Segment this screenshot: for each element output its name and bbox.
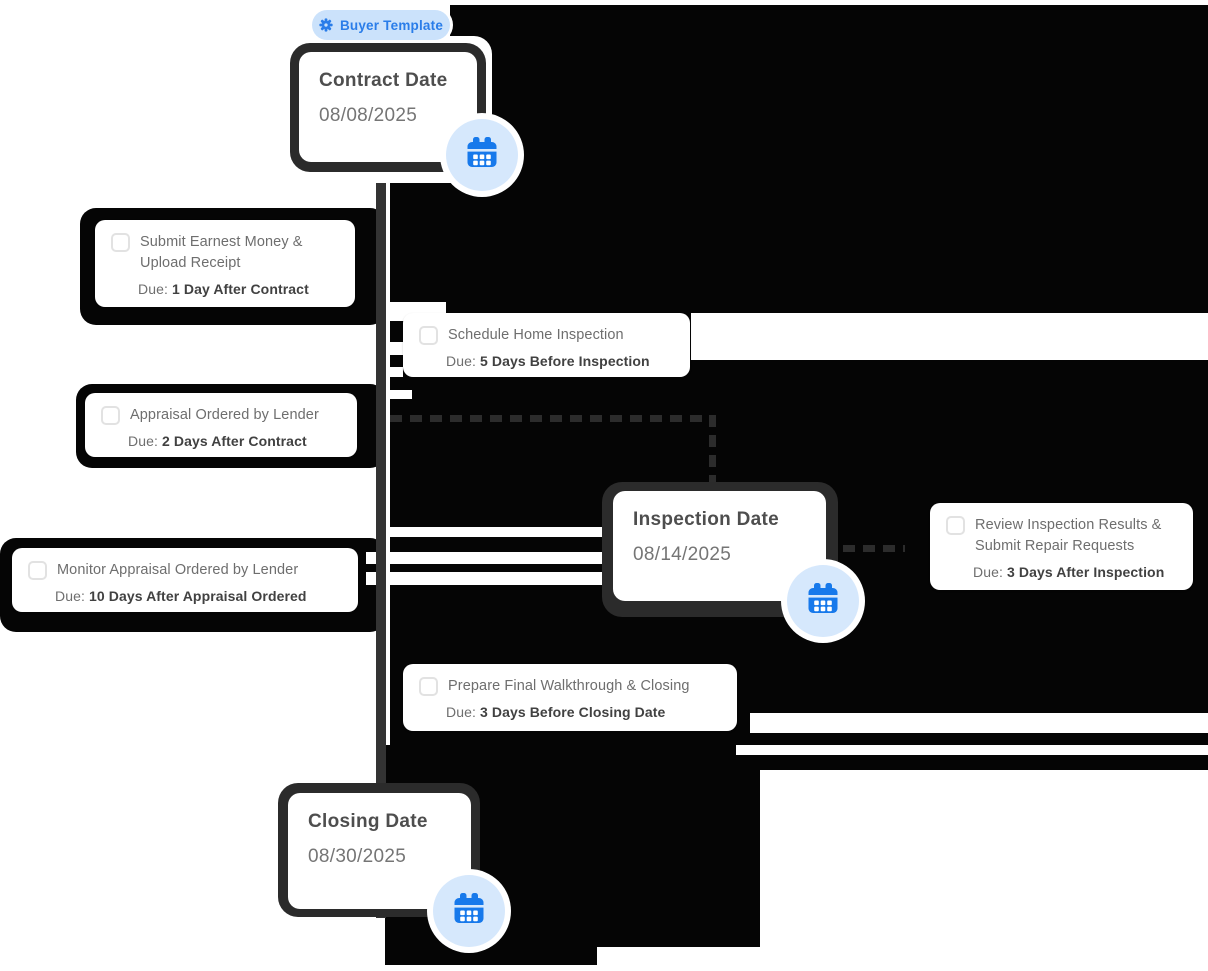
- task-card-review-inspection[interactable]: Review Inspection Results & Submit Repai…: [930, 503, 1193, 590]
- task-due: Due:5 Days Before Inspection: [446, 353, 650, 369]
- milestone-date: 08/08/2025: [319, 105, 418, 126]
- dashed-connector: [709, 415, 716, 482]
- milestone-date: 08/14/2025: [633, 544, 732, 565]
- task-card-monitor-appraisal[interactable]: Monitor Appraisal Ordered by Lender Due:…: [12, 548, 358, 612]
- task-title: Appraisal Ordered by Lender: [130, 407, 319, 423]
- milestone-title: Contract Date: [319, 70, 448, 91]
- calendar-node-closing[interactable]: [427, 869, 511, 953]
- connector-block: [385, 947, 597, 965]
- task-card-appraisal-ordered[interactable]: Appraisal Ordered by Lender Due:2 Days A…: [85, 393, 357, 457]
- connector-block: [390, 40, 1208, 313]
- task-due: Due:3 Days After Inspection: [973, 564, 1165, 580]
- task-title: Schedule Home Inspection: [448, 327, 624, 343]
- badge-label: Buyer Template: [339, 17, 444, 33]
- milestone-date: 08/30/2025: [308, 846, 407, 867]
- task-checkbox[interactable]: [946, 516, 965, 535]
- task-checkbox[interactable]: [419, 326, 438, 345]
- connector-strip: [366, 572, 604, 585]
- milestone-title: Inspection Date: [633, 509, 779, 530]
- task-card-final-walkthrough[interactable]: Prepare Final Walkthrough & Closing Due:…: [403, 664, 737, 731]
- task-due: Due:10 Days After Appraisal Ordered: [55, 588, 307, 604]
- connector-block: [385, 745, 736, 770]
- connector-strip: [386, 527, 604, 537]
- task-card-schedule-inspection[interactable]: Schedule Home Inspection Due:5 Days Befo…: [403, 313, 690, 377]
- calendar-icon: [451, 891, 487, 932]
- task-due: Due:3 Days Before Closing Date: [446, 704, 666, 720]
- milestone-title: Closing Date: [308, 811, 428, 832]
- connector-strip: [366, 552, 604, 564]
- dashed-connector: [390, 415, 710, 422]
- task-title: Submit Earnest Money & Upload Receipt: [140, 234, 303, 271]
- calendar-node-contract[interactable]: [440, 113, 524, 197]
- task-checkbox[interactable]: [111, 233, 130, 252]
- task-due: Due:2 Days After Contract: [128, 433, 307, 449]
- task-checkbox[interactable]: [419, 677, 438, 696]
- connector-strip: [386, 367, 403, 377]
- buyer-template-badge[interactable]: Buyer Template: [312, 10, 450, 40]
- timeline-line: [376, 170, 386, 918]
- connector-block: [450, 5, 1208, 40]
- task-checkbox[interactable]: [28, 561, 47, 580]
- calendar-icon: [464, 135, 500, 176]
- task-checkbox[interactable]: [101, 406, 120, 425]
- dashed-connector: [843, 545, 905, 552]
- calendar-node-inspection[interactable]: [781, 559, 865, 643]
- calendar-icon: [805, 581, 841, 622]
- milestone-card-inspection[interactable]: Inspection Date 08/14/2025: [613, 491, 826, 601]
- task-title: Review Inspection Results & Submit Repai…: [975, 517, 1162, 554]
- connector-strip: [386, 390, 412, 399]
- gear-icon: [319, 18, 333, 32]
- task-title: Monitor Appraisal Ordered by Lender: [57, 562, 299, 578]
- connector-block: [736, 755, 1208, 770]
- connector-strip: [386, 342, 404, 355]
- task-due: Due:1 Day After Contract: [138, 281, 309, 297]
- connector-strip: [750, 713, 1208, 733]
- task-card-submit-earnest[interactable]: Submit Earnest Money & Upload Receipt Du…: [95, 220, 355, 307]
- task-title: Prepare Final Walkthrough & Closing: [448, 678, 690, 694]
